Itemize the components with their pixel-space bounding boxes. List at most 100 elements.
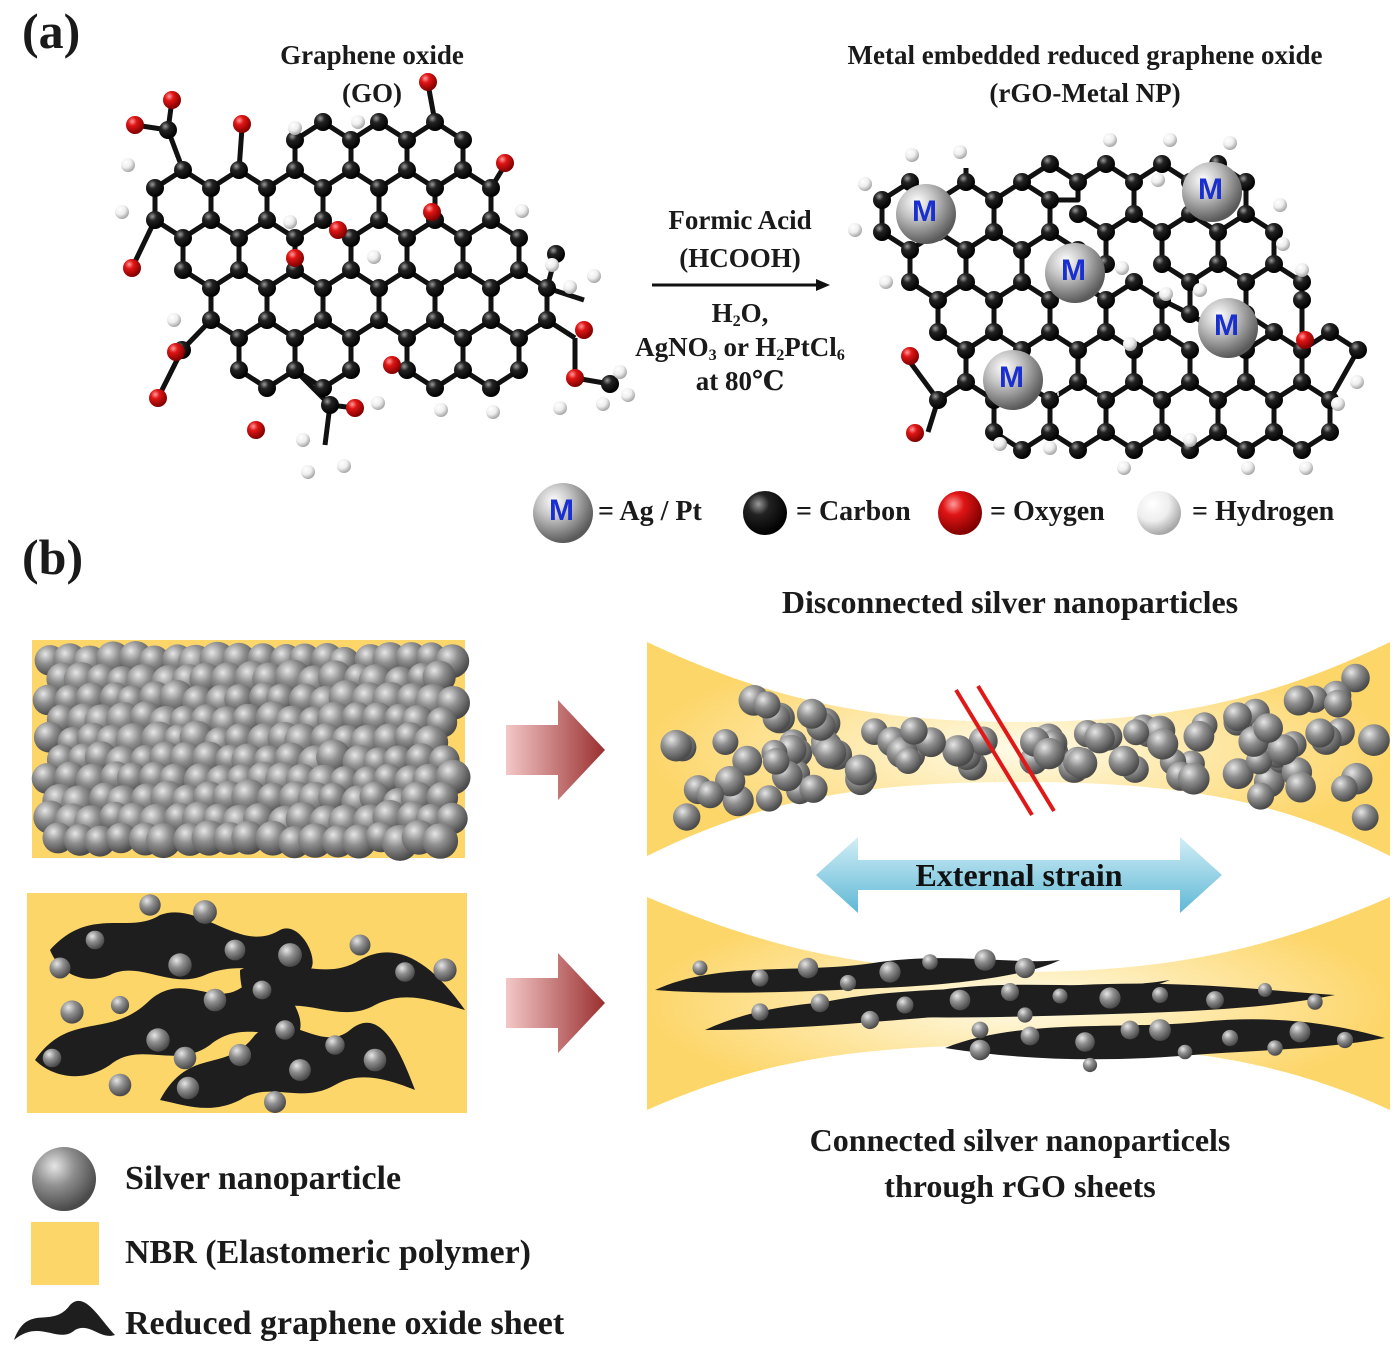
silver-on-rgo-stretched: [692, 949, 1354, 1073]
silver-nanoparticle: [1222, 758, 1254, 789]
legend-metal-letter: M: [549, 494, 574, 527]
silver-nanoparticle: [1075, 1032, 1095, 1052]
metal-label-1: M: [912, 195, 937, 228]
condition-temperature: at 80℃: [695, 366, 785, 396]
silver-nanoparticle: [139, 894, 161, 916]
silver-nanoparticle: [1253, 713, 1283, 743]
legend-rgo-icon: [14, 1300, 115, 1340]
silver-nanoparticle: [264, 1091, 286, 1113]
metal-label-3: M: [1061, 254, 1086, 287]
silver-nanoparticle: [275, 1020, 295, 1040]
go-bonds: [129, 83, 611, 446]
rgo-title-line2: (rGO-Metal NP): [989, 78, 1181, 108]
silver-nanoparticle: [949, 989, 971, 1011]
silver-nanoparticle: [173, 1046, 197, 1070]
rgo-oxygen-atoms: [901, 331, 1314, 442]
silver-nanoparticle: [1152, 987, 1168, 1003]
silver-nanoparticle: [1108, 745, 1140, 777]
silver-nanoparticle: [252, 980, 272, 1000]
silver-nanoparticle: [105, 822, 137, 854]
go-aromatic-dashes: [162, 132, 484, 328]
silver-nanoparticle: [42, 1048, 62, 1068]
silver-nanoparticle: [433, 958, 457, 982]
silver-nanoparticle: [974, 949, 996, 971]
rgo-molecule: [848, 133, 1367, 475]
silver-nanoparticle: [1324, 689, 1352, 718]
silver-nanoparticle: [224, 939, 246, 961]
condition-water: H2O,: [711, 298, 769, 331]
metal-label-5: M: [999, 361, 1024, 394]
silver-nanoparticle: [1285, 771, 1316, 803]
silver-nanoparticle: [1082, 1057, 1098, 1073]
silver-nanoparticle: [696, 780, 724, 809]
legend-silver-text: Silver nanoparticle: [125, 1160, 402, 1197]
silver-nanoparticle: [1177, 1044, 1193, 1060]
rgo-aromatic-dashes: [1001, 174, 1323, 440]
panel-b-label: (b): [22, 529, 84, 585]
silver-nanoparticle: [896, 996, 914, 1014]
silver-nanoparticle: [692, 960, 708, 976]
strain-arrow: [816, 837, 1222, 913]
legend-silver-icon: [32, 1147, 96, 1211]
silver-nanoparticle: [1358, 724, 1390, 756]
silver-nanoparticle: [228, 1043, 252, 1067]
metal-label-2: M: [1198, 173, 1223, 206]
silver-nanoparticle: [1020, 1026, 1040, 1046]
reaction-arrow: [652, 279, 830, 291]
silver-nanoparticle: [1331, 775, 1358, 802]
silver-nanoparticle: [1267, 734, 1299, 766]
silver-nanoparticles-stretched: [660, 663, 1390, 831]
silver-nanoparticle: [1001, 983, 1019, 1001]
silver-nanoparticle: [879, 961, 901, 983]
go-hydrogen-atoms: [115, 115, 635, 479]
silver-nanoparticle: [176, 1076, 200, 1100]
silver-nanoparticle: [969, 1039, 991, 1061]
silver-nanoparticle: [325, 1035, 345, 1055]
legend-oxygen-text: = Oxygen: [990, 496, 1105, 527]
silver-nanoparticle: [755, 785, 783, 812]
transform-arrow-bottom: [506, 953, 605, 1053]
silver-nanoparticle: [814, 736, 847, 769]
silver-nanoparticle: [1183, 720, 1215, 752]
go-molecule: [115, 73, 635, 479]
silver-nanoparticle: [1033, 737, 1065, 770]
silver-nanoparticle: [85, 930, 105, 950]
silver-nanoparticle: [1065, 747, 1098, 779]
go-oxygen-atoms: [123, 73, 593, 439]
go-carbon-atoms: [146, 113, 619, 414]
silver-nanoparticle: [231, 820, 266, 855]
silver-nanoparticle: [1206, 991, 1224, 1009]
silver-nanoparticle: [732, 745, 763, 776]
silver-nanoparticle: [146, 1028, 170, 1052]
silver-nanoparticle: [1247, 782, 1275, 810]
silver-nanoparticle: [1336, 1031, 1354, 1049]
silver-nanoparticle: [1221, 1029, 1239, 1047]
silver-nanoparticle: [1307, 994, 1323, 1010]
silver-nanoparticle: [1149, 1019, 1171, 1041]
silver-nanoparticle: [110, 995, 130, 1015]
silver-nanoparticle: [1267, 1040, 1283, 1056]
silver-nanoparticle: [971, 1021, 989, 1039]
silver-nanoparticle: [1351, 804, 1379, 831]
connected-caption-line1: Connected silver nanoparticels: [809, 1122, 1231, 1158]
metal-label-4: M: [1214, 309, 1239, 342]
silver-nanoparticle: [673, 803, 701, 831]
silver-nanoparticle: [1177, 762, 1210, 795]
silver-nanoparticle: [860, 1010, 880, 1030]
silver-nanoparticle: [797, 957, 819, 979]
silver-nanoparticle: [1099, 987, 1121, 1009]
condition-precursors: AgNO3 or H2PtCl6: [635, 332, 845, 365]
silver-nanoparticle: [1341, 663, 1370, 693]
silver-nanoparticle: [922, 954, 938, 970]
legend-metal-sphere: [533, 483, 593, 543]
reagent-line2: (HCOOH): [679, 243, 801, 273]
silver-nanoparticle: [799, 774, 828, 803]
silver-nanoparticle: [278, 943, 302, 967]
go-title-line2: (GO): [342, 78, 402, 108]
strain-label: External strain: [915, 857, 1123, 893]
rgo-title-line1: Metal embedded reduced graphene oxide: [847, 40, 1323, 70]
silver-nanoparticle: [895, 747, 922, 775]
silver-nanoparticle: [193, 900, 217, 924]
silver-nanoparticle: [1223, 702, 1252, 732]
